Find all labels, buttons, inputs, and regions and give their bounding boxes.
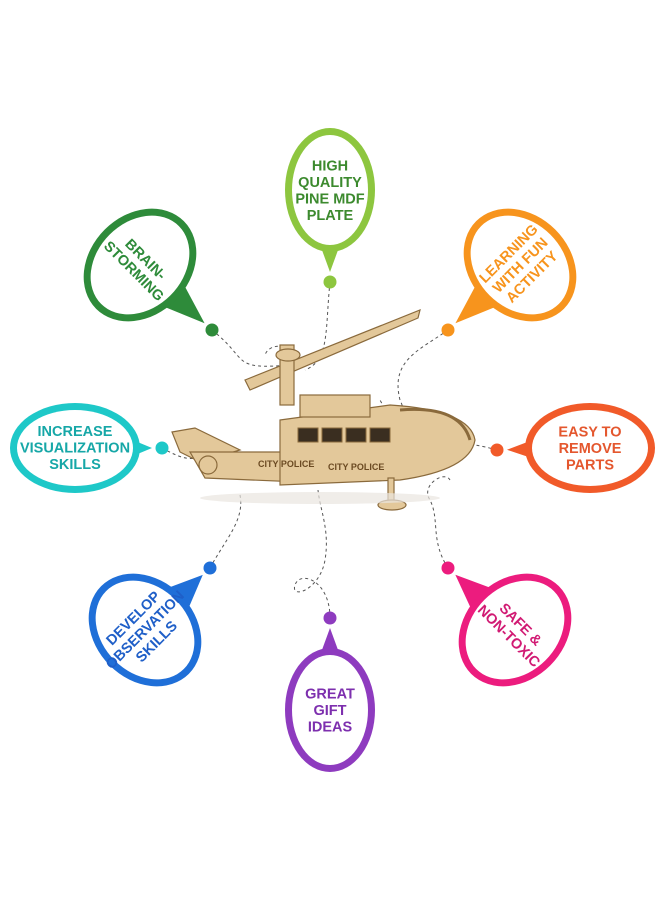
bubble-label-line: INCREASE [38,424,113,440]
tail-label: CITY POLICE [258,459,314,469]
connector-quality [304,281,331,371]
bubble-inner [292,655,368,765]
bubble-inner [470,215,570,315]
connector-observe [209,494,242,569]
bubble-label-line: QUALITY [298,175,362,191]
bubble-inner [95,580,195,680]
connector-dot [155,441,169,455]
bubble-label-line: REMOVE [559,441,622,457]
bubble-label-line: GIFT [313,703,346,719]
bubble-inner [292,135,368,245]
cockpit-frame [399,407,472,441]
bubble-label-line: VISUALIZATION [20,441,130,457]
bubble-pointer [164,574,203,613]
rotor-blade [244,309,421,391]
connector-learning [379,329,449,416]
connector-dot [205,323,219,337]
bubble-label-line: HIGH [312,158,348,174]
windows [297,427,391,443]
connector-dot [203,561,217,575]
bubble-inner [90,215,190,315]
bubble-label-line: PINE MDF [295,191,364,207]
bubble-label-line: GREAT [305,687,355,703]
bubble-inner [17,410,133,486]
tail-rotor [198,455,218,475]
bubble-label-line: PLATE [307,208,354,224]
connector-gift [294,489,331,619]
connector-dot [441,561,455,575]
rotor-hub [275,348,301,362]
bubble-inner [532,410,648,486]
connector-safe [427,476,451,569]
bubble-inner [465,580,565,680]
bubble-learning: LEARNINGWITH FUNACTIVITY [441,208,577,337]
bubble-pointer [455,281,500,324]
bubble-brain: BRAIN-STORMING [83,208,219,337]
connector-dot [490,443,504,457]
model-shadow [200,492,440,504]
bubble-label-line: PARTS [566,458,614,474]
bubble-observe: DEVELOPOBSERVATIONSKILLS [88,561,217,687]
bubble-pointer [455,574,495,613]
body-label: CITY POLICE [328,462,384,472]
bubble-label-line: IDEAS [308,720,353,736]
bubble-pointer [160,281,205,324]
connector-dot [323,275,337,289]
cabin-top [299,394,371,418]
bubble-label-line: SKILLS [49,457,101,473]
bubble-safe: SAFE &NON-TOXIC [441,561,572,687]
connector-dot [323,611,337,625]
bubble-label-line: EASY TO [558,425,621,441]
connector-dot [441,323,455,337]
helicopter-model: CITY POLICE CITY POLICE [171,309,476,511]
